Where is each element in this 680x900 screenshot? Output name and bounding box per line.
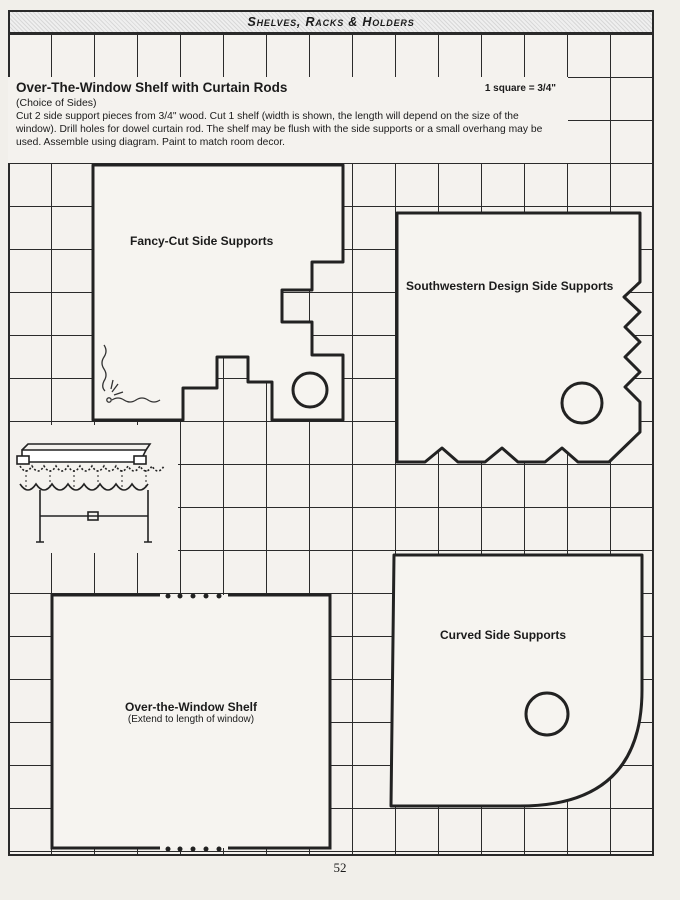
shelf-extend-dots xyxy=(165,593,222,852)
project-description: Over-The-Window Shelf with Curtain Rods … xyxy=(8,77,568,163)
curved-support-outline xyxy=(389,553,644,808)
project-subtitle: (Choice of Sides) xyxy=(16,97,97,109)
project-instructions: Cut 2 side support pieces from 3/4" wood… xyxy=(16,111,543,148)
assembly-diagram xyxy=(10,425,178,553)
page-number: 52 xyxy=(333,860,347,875)
southwestern-label: Southwestern Design Side Supports xyxy=(406,279,614,293)
shelf-note: (Extend to length of window) xyxy=(127,714,255,725)
section-title: Shelves, Racks & Holders xyxy=(247,15,415,29)
section-header: Shelves, Racks & Holders xyxy=(8,10,654,34)
fancy-cut-label: Fancy-Cut Side Supports xyxy=(130,234,274,248)
fancy-cut-support-outline xyxy=(91,163,345,422)
curved-label: Curved Side Supports xyxy=(440,628,567,642)
fancy-cut-decoration xyxy=(101,344,161,403)
southwestern-support-outline xyxy=(395,211,642,464)
project-title: Over-The-Window Shelf with Curtain Rods xyxy=(16,80,288,95)
shelf-pattern-outline xyxy=(50,593,332,850)
shelf-label-block: Over-the-Window Shelf (Extend to length … xyxy=(96,700,286,725)
shelf-label: Over-the-Window Shelf xyxy=(125,700,257,714)
scale-note: 1 square = 3/4" xyxy=(484,83,556,94)
